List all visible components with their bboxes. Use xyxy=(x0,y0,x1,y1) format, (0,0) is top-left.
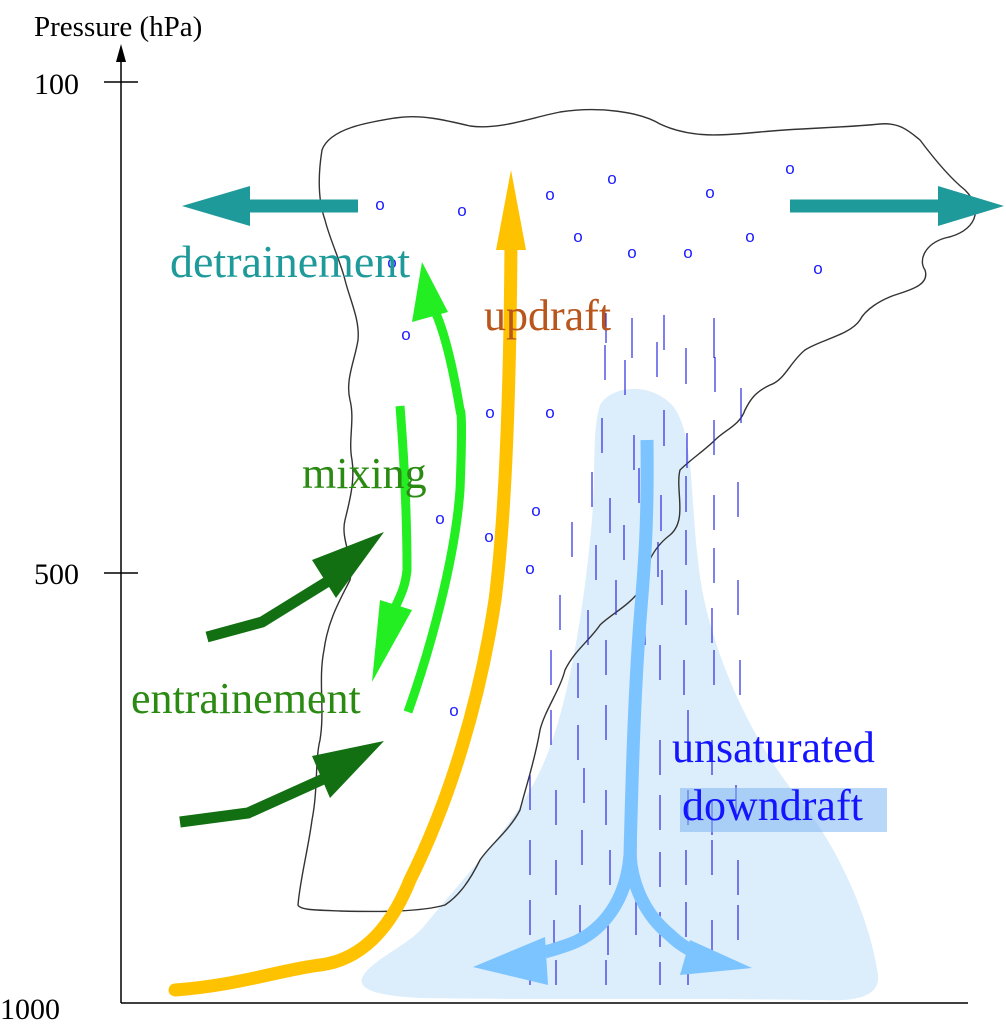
downdraft-main-shaft xyxy=(623,439,654,856)
tick-label-500: 500 xyxy=(34,558,79,591)
label-detrainement: detrainement xyxy=(170,236,410,287)
label-updraft: updraft xyxy=(484,291,611,340)
axis-title: Pressure (hPa) xyxy=(34,11,202,43)
mixing-arrows xyxy=(372,262,466,714)
mixing-down-arrow-head-icon xyxy=(372,600,412,682)
droplet-marker: o xyxy=(545,185,554,204)
updraft-arrow xyxy=(168,170,526,997)
droplet-marker: o xyxy=(573,227,582,246)
droplet-marker: o xyxy=(375,195,384,214)
updraft-arrow-head-icon xyxy=(496,170,526,250)
droplet-marker: o xyxy=(531,501,540,520)
label-downdraft-line1: unsaturated xyxy=(672,723,875,772)
downdraft-label-highlight xyxy=(680,788,887,832)
downdraft-right-arrow-icon xyxy=(680,940,752,975)
detrainement-right-arrow-icon xyxy=(938,186,1004,226)
droplet-marker: o xyxy=(401,325,410,344)
droplet-marker: o xyxy=(705,183,714,202)
droplet-marker: o xyxy=(545,403,554,422)
droplet-marker: o xyxy=(525,559,534,578)
droplet-marker: o xyxy=(607,169,616,188)
droplet-marker: o xyxy=(387,253,396,272)
label-downdraft-line2: downdraft xyxy=(682,781,863,830)
droplet-marker: o xyxy=(745,227,754,246)
droplet-marker: o xyxy=(457,201,466,220)
droplet-marker: o xyxy=(627,243,636,262)
mixing-up-arrow-shaft xyxy=(403,302,466,714)
mixing-down-arrow-shaft xyxy=(389,405,412,612)
mixing-up-arrow-head-icon xyxy=(412,262,448,322)
label-mixing: mixing xyxy=(302,449,427,498)
pressure-axis: Pressure (hPa) 100 500 1000 xyxy=(0,11,968,1026)
entrainement-lower-arrow-shaft xyxy=(179,770,333,828)
droplet-marker: o xyxy=(813,259,822,278)
entrainement-upper-arrow-head-icon xyxy=(312,532,384,598)
label-entrainement: entrainement xyxy=(131,674,361,723)
y-axis-arrow-icon xyxy=(116,44,126,62)
detrainement-left-arrow-icon xyxy=(182,186,250,226)
downdraft-arrows xyxy=(473,439,752,985)
droplet-marker: o xyxy=(484,527,493,546)
cloud-droplets: o o o o o o o o o o o o o o o o o o o o xyxy=(375,159,822,720)
droplet-marker: o xyxy=(683,243,692,262)
entrainement-upper-arrow-shaft xyxy=(205,575,333,643)
tick-label-1000: 1000 xyxy=(0,993,60,1026)
detrainement-arrows xyxy=(182,186,1004,226)
updraft-arrow-shaft xyxy=(168,233,518,997)
droplet-marker: o xyxy=(485,403,494,422)
entrainement-arrows xyxy=(179,532,384,828)
droplet-marker: o xyxy=(435,509,444,528)
downdraft-left-arrow-icon xyxy=(473,937,548,985)
droplet-marker: o xyxy=(449,701,458,720)
entrainement-lower-arrow-head-icon xyxy=(312,741,384,798)
tick-label-100: 100 xyxy=(34,68,79,101)
droplet-marker: o xyxy=(785,159,794,178)
